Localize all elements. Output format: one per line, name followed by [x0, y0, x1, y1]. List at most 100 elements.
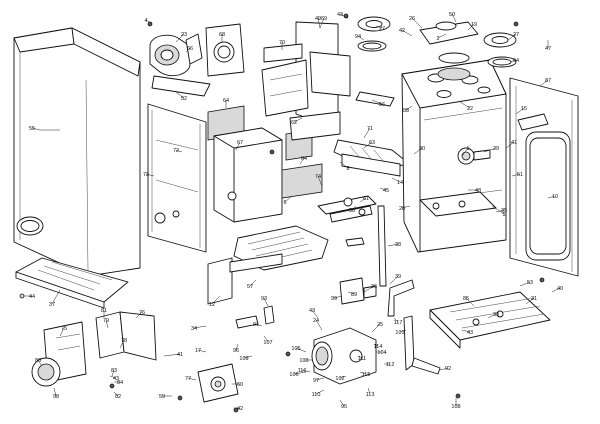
callout-label-4: 4: [144, 18, 147, 24]
mounting-rail: [355, 91, 395, 107]
callout-leader-4: [145, 19, 153, 25]
callout-leader-43: [109, 375, 117, 379]
callout-label-70: 70: [279, 40, 285, 46]
callout-leader-110: [315, 389, 325, 395]
callout-label-15: 15: [521, 106, 527, 112]
callout-label-64: 64: [223, 98, 229, 104]
callout-label-12: 12: [209, 302, 215, 308]
callout-label-116: 116: [298, 368, 307, 374]
callout-label-39: 39: [395, 274, 401, 280]
callout-leader-94: [509, 59, 517, 63]
callout-label-97: 97: [313, 378, 319, 384]
callout-leader-109: [243, 355, 253, 359]
callout-leader-111: [357, 355, 363, 359]
callout-leader-8: [339, 161, 349, 169]
callout-label-10: 10: [552, 194, 558, 200]
callout-label-74: 74: [315, 174, 321, 180]
callout-leader-113: [367, 387, 371, 395]
callout-label-99: 99: [331, 296, 337, 302]
callout-leader-61: [359, 197, 367, 203]
callout-label-22: 22: [467, 106, 473, 112]
callout-label-40: 40: [557, 286, 563, 292]
callout-leader-80: [37, 359, 43, 367]
callout-leader-42: [401, 29, 413, 37]
callout-label-109: 109: [239, 356, 248, 362]
callout-label-36: 36: [371, 284, 377, 290]
callout-leader-117: [393, 317, 399, 323]
callout-label-108: 108: [451, 404, 460, 410]
callout-label-107: 107: [263, 340, 272, 346]
callout-label-69: 69: [321, 16, 327, 22]
callout-leader-102: [339, 375, 347, 379]
callout-label-77: 77: [185, 376, 191, 382]
callout-leader-115: [359, 371, 367, 375]
hydraulic-bar: [419, 191, 497, 217]
callout-label-110: 110: [312, 392, 321, 398]
callout-label-87: 87: [545, 78, 551, 84]
callout-leader-15: [515, 107, 525, 115]
callout-leader-88: [405, 105, 413, 111]
callout-leader-27: [507, 33, 517, 41]
callout-label-42: 42: [399, 28, 405, 34]
callout-label-76: 76: [139, 310, 145, 316]
flue-ring-left: [357, 16, 391, 52]
callout-label-43: 43: [467, 330, 473, 336]
callout-leader-99: [333, 295, 343, 299]
callout-leader-72: [175, 149, 183, 153]
callout-label-103: 103: [299, 358, 308, 364]
callout-leader-25: [371, 323, 381, 333]
callout-label-43: 43: [309, 308, 315, 314]
callout-label-104: 104: [377, 350, 386, 356]
callout-leader-63: [363, 141, 373, 149]
left-side-panel: [147, 103, 207, 253]
callout-leader-92: [439, 367, 449, 371]
callout-label-113: 113: [366, 392, 375, 398]
callout-leader-10: [547, 195, 556, 199]
callout-leader-33: [487, 313, 497, 319]
callout-label-85: 85: [463, 296, 469, 302]
gas-rail-assembly: [317, 195, 377, 247]
callout-leader-45: [379, 187, 387, 191]
callout-label-56: 56: [379, 102, 385, 108]
callout-label-19: 19: [471, 22, 477, 28]
callout-leader-55: [31, 127, 41, 131]
callout-leader-37: [51, 289, 61, 305]
callout-leader-58: [351, 205, 357, 211]
callout-leader-34: [193, 325, 207, 329]
callout-leader-114: [373, 343, 379, 347]
callout-leader-64: [299, 157, 305, 165]
callout-label-17: 17: [195, 348, 201, 354]
callout-label-88: 88: [403, 108, 409, 114]
callout-leader-27: [375, 25, 383, 29]
callout-leader-116: [301, 369, 311, 373]
callout-label-52: 52: [181, 96, 187, 102]
callout-label-8: 8: [346, 166, 349, 172]
callout-leader-91: [255, 323, 263, 327]
callout-label-6: 6: [283, 200, 286, 206]
callout-label-43: 43: [337, 12, 343, 18]
callout-label-51: 51: [517, 172, 523, 178]
callout-layer: 1245681012141517192223242526272728293031…: [24, 12, 563, 412]
front-casing-cover: [13, 27, 141, 277]
callout-leader-29: [483, 147, 497, 153]
callout-leader-40: [551, 287, 561, 293]
callout-leader-50: [451, 13, 457, 23]
callout-label-93: 93: [261, 296, 267, 302]
callout-label-14: 14: [397, 180, 403, 186]
callout-label-111: 111: [358, 356, 366, 362]
callout-label-64: 64: [301, 156, 307, 162]
callout-leader-1: [461, 147, 469, 157]
callout-label-28: 28: [399, 206, 405, 212]
callout-label-33: 33: [493, 312, 499, 318]
callout-label-84: 84: [117, 380, 123, 386]
callout-leader-43: [461, 329, 471, 333]
callout-leader-94: [357, 35, 365, 41]
callout-label-23: 23: [181, 32, 187, 38]
fan-assembly: [149, 33, 211, 97]
callout-label-79: 79: [103, 318, 109, 324]
callout-label-117: 117: [394, 320, 403, 326]
diverter-valve: [339, 277, 377, 305]
callout-leader-17: [197, 349, 207, 353]
callout-leader-77: [187, 377, 197, 381]
callout-leader-5: [491, 205, 505, 215]
